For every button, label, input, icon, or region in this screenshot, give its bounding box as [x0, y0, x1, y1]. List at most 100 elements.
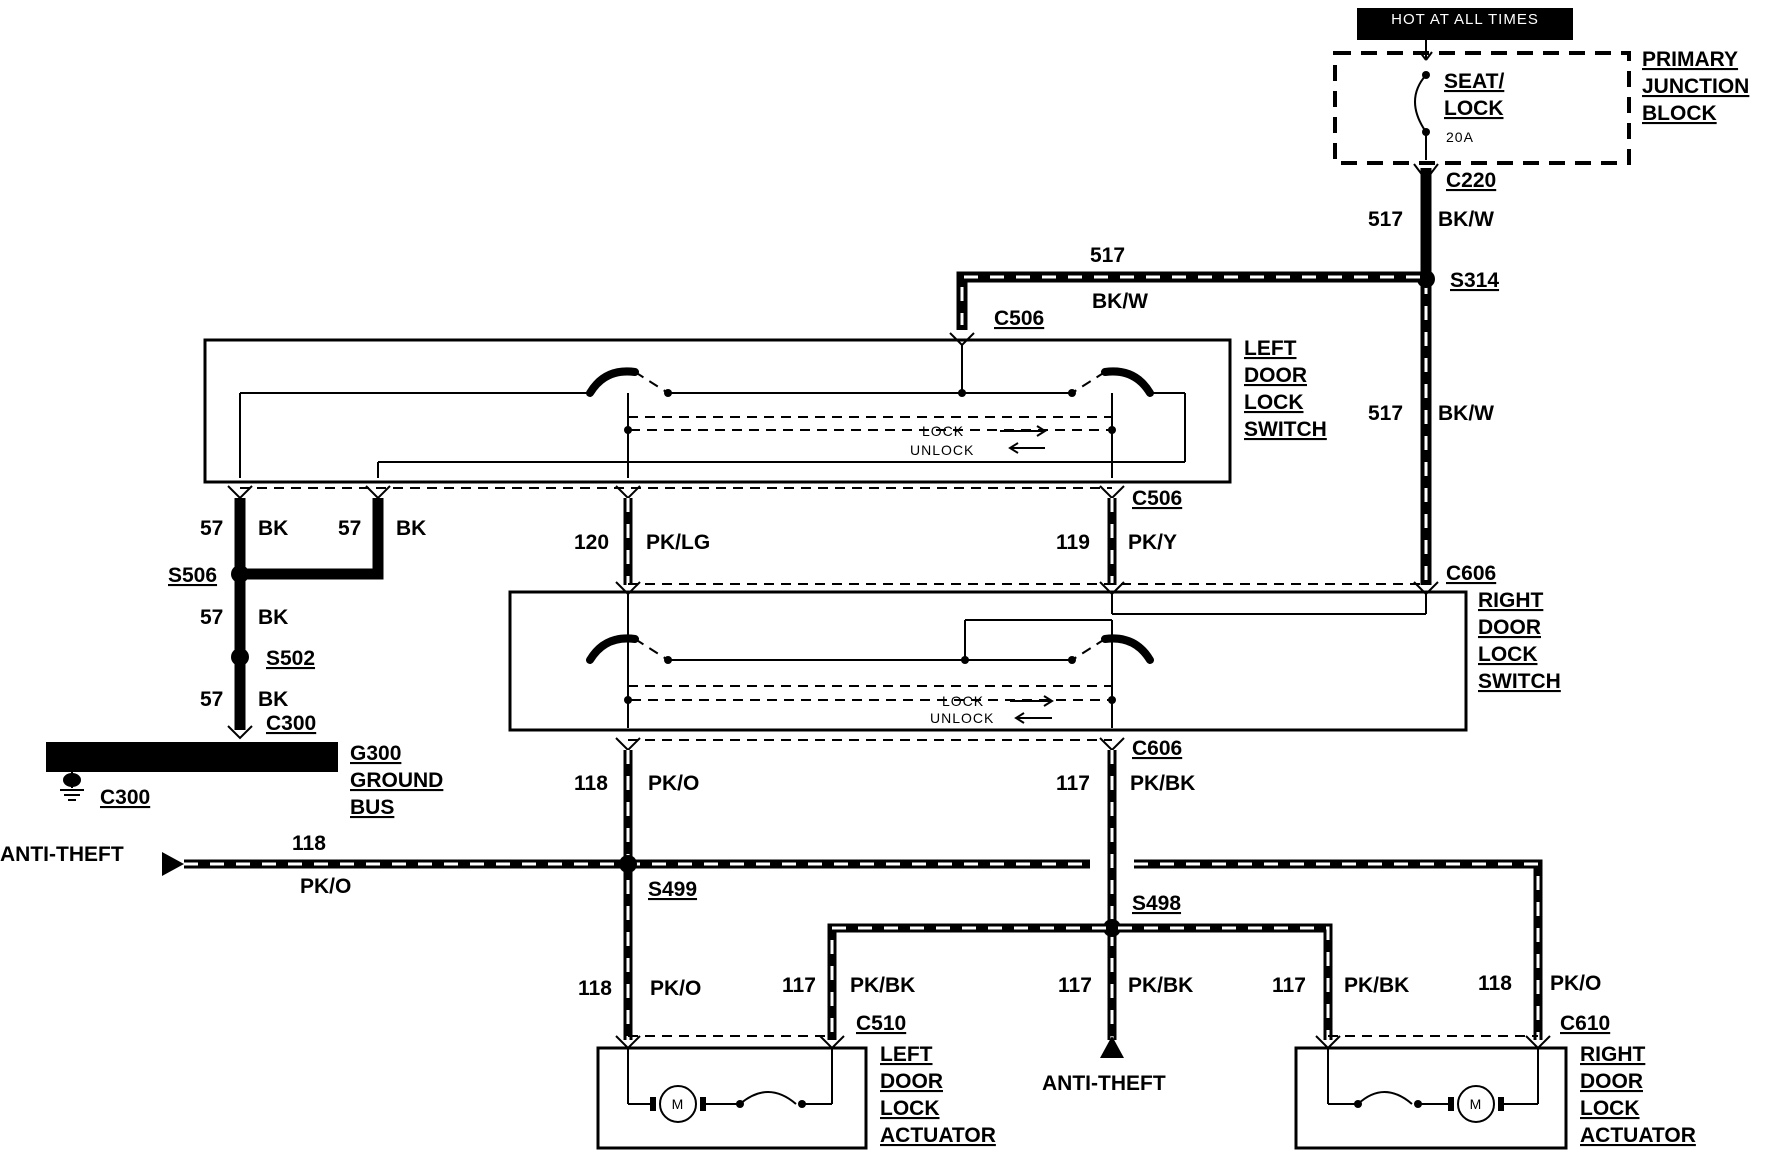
w117-a-col: PK/BK	[1130, 772, 1195, 795]
splice-s499	[619, 855, 637, 873]
fuse-icon	[1414, 74, 1427, 133]
right-switch-label-3: LOCK	[1478, 643, 1538, 666]
s499-label: S499	[648, 878, 697, 901]
junction-label-3: BLOCK	[1642, 102, 1717, 125]
w117-b-col: PK/BK	[850, 974, 915, 997]
w120-num: 120	[574, 531, 609, 554]
junction-label-1: PRIMARY	[1642, 48, 1738, 71]
s502-label: S502	[266, 647, 315, 670]
hot-banner	[1357, 8, 1573, 40]
w57-c-col: BK	[258, 606, 288, 629]
hot-banner-text: HOT AT ALL TIMES	[1391, 11, 1539, 28]
left-actuator-label-4: ACTUATOR	[880, 1124, 996, 1147]
splice-s502	[231, 648, 249, 666]
c220-label: C220	[1446, 169, 1496, 192]
ground-bus-label-3: BUS	[350, 796, 394, 819]
left-switch-contact-b	[1101, 367, 1154, 397]
c300-a-label: C300	[266, 712, 316, 735]
left-switch-contact-a	[586, 367, 639, 397]
right-switch-contact-b	[1101, 634, 1154, 664]
left-lock-text: LOCK	[922, 423, 964, 439]
right-door-lock-actuator	[1294, 1046, 1568, 1150]
left-switch-label-1: LEFT	[1244, 337, 1297, 360]
w118-d-col: PK/O	[1550, 972, 1601, 995]
w117-c-col: PK/BK	[1128, 974, 1193, 997]
right-switch-label-1: RIGHT	[1478, 589, 1544, 612]
left-actuator-label-2: DOOR	[880, 1070, 943, 1093]
wire-57-branch	[240, 498, 384, 580]
w517-a-num: 517	[1368, 208, 1403, 231]
right-switch-label-2: DOOR	[1478, 616, 1541, 639]
w517-a-col: BK/W	[1438, 208, 1494, 231]
ground-bus-label-2: GROUND	[350, 769, 443, 792]
s506-label: S506	[168, 564, 217, 587]
anti-theft-bottom-arrow-icon	[1100, 1036, 1124, 1058]
w517-c-num: 517	[1368, 402, 1403, 425]
right-actuator-label-3: LOCK	[1580, 1097, 1640, 1120]
w57-c-num: 57	[200, 606, 223, 629]
ground-bus-label-1: G300	[350, 742, 401, 765]
right-actuator-label-2: DOOR	[1580, 1070, 1643, 1093]
right-motor-icon	[1457, 1085, 1495, 1123]
w57-a-num: 57	[200, 517, 223, 540]
wire-517-branch	[956, 271, 1426, 330]
w117-a-num: 117	[1056, 772, 1090, 795]
w118-d-num: 118	[1478, 972, 1512, 995]
w119-num: 119	[1056, 531, 1090, 554]
w118-b-col: PK/O	[300, 875, 351, 898]
w517-b-num: 517	[1090, 244, 1125, 267]
c606-top-label: C606	[1446, 562, 1496, 585]
left-motor-icon	[659, 1085, 697, 1123]
left-door-lock-switch	[203, 338, 1232, 484]
w517-b-col: BK/W	[1092, 290, 1148, 313]
anti-theft-left-arrow-icon	[162, 852, 184, 876]
right-actuator-label-1: RIGHT	[1580, 1043, 1646, 1066]
right-switch-contact-a	[586, 634, 639, 664]
c300-b-label: C300	[100, 786, 150, 809]
w118-b-num: 118	[292, 832, 326, 855]
left-door-lock-actuator	[596, 1046, 868, 1150]
c506-mid-label: C506	[1132, 487, 1182, 510]
left-actuator-label-3: LOCK	[880, 1097, 940, 1120]
left-switch-label-4: SWITCH	[1244, 418, 1327, 441]
right-actuator-label-4: ACTUATOR	[1580, 1124, 1696, 1147]
w118-c-col: PK/O	[650, 977, 701, 1000]
w57-b-num: 57	[338, 517, 361, 540]
s314-label: S314	[1450, 269, 1499, 292]
anti-theft-bottom-label: ANTI-THEFT	[1042, 1072, 1166, 1095]
w117-b-num: 117	[782, 974, 816, 997]
left-motor-text: M	[672, 1096, 685, 1112]
c510-label: C510	[856, 1012, 906, 1035]
c506-top-label: C506	[994, 307, 1044, 330]
primary-junction-block	[1333, 51, 1631, 165]
w118-a-num: 118	[574, 772, 608, 795]
w517-c-col: BK/W	[1438, 402, 1494, 425]
c606-mid-label: C606	[1132, 737, 1182, 760]
w117-d-col: PK/BK	[1344, 974, 1409, 997]
anti-theft-left-label: ANTI-THEFT	[0, 843, 124, 866]
w120-col: PK/LG	[646, 531, 710, 554]
left-unlock-text: UNLOCK	[910, 442, 974, 458]
left-switch-label-3: LOCK	[1244, 391, 1304, 414]
w118-a-col: PK/O	[648, 772, 699, 795]
fuse-name-1: SEAT/	[1444, 70, 1504, 93]
w57-b-col: BK	[396, 517, 426, 540]
ground-bus-bar	[46, 742, 338, 772]
splice-s506	[231, 565, 249, 583]
w57-d-num: 57	[200, 688, 223, 711]
right-lock-text: LOCK	[942, 693, 984, 709]
c610-label: C610	[1560, 1012, 1610, 1035]
left-switch-label-2: DOOR	[1244, 364, 1307, 387]
w57-d-col: BK	[258, 688, 288, 711]
fuse-name-2: LOCK	[1444, 97, 1504, 120]
right-motor-text: M	[1470, 1096, 1483, 1112]
left-actuator-label-1: LEFT	[880, 1043, 933, 1066]
w57-a-col: BK	[258, 517, 288, 540]
right-door-lock-switch	[508, 590, 1468, 732]
junction-label-2: JUNCTION	[1642, 75, 1749, 98]
w119-col: PK/Y	[1128, 531, 1177, 554]
s498-label: S498	[1132, 892, 1181, 915]
fuse-rating: 20A	[1446, 129, 1474, 145]
right-switch-label-4: SWITCH	[1478, 670, 1561, 693]
